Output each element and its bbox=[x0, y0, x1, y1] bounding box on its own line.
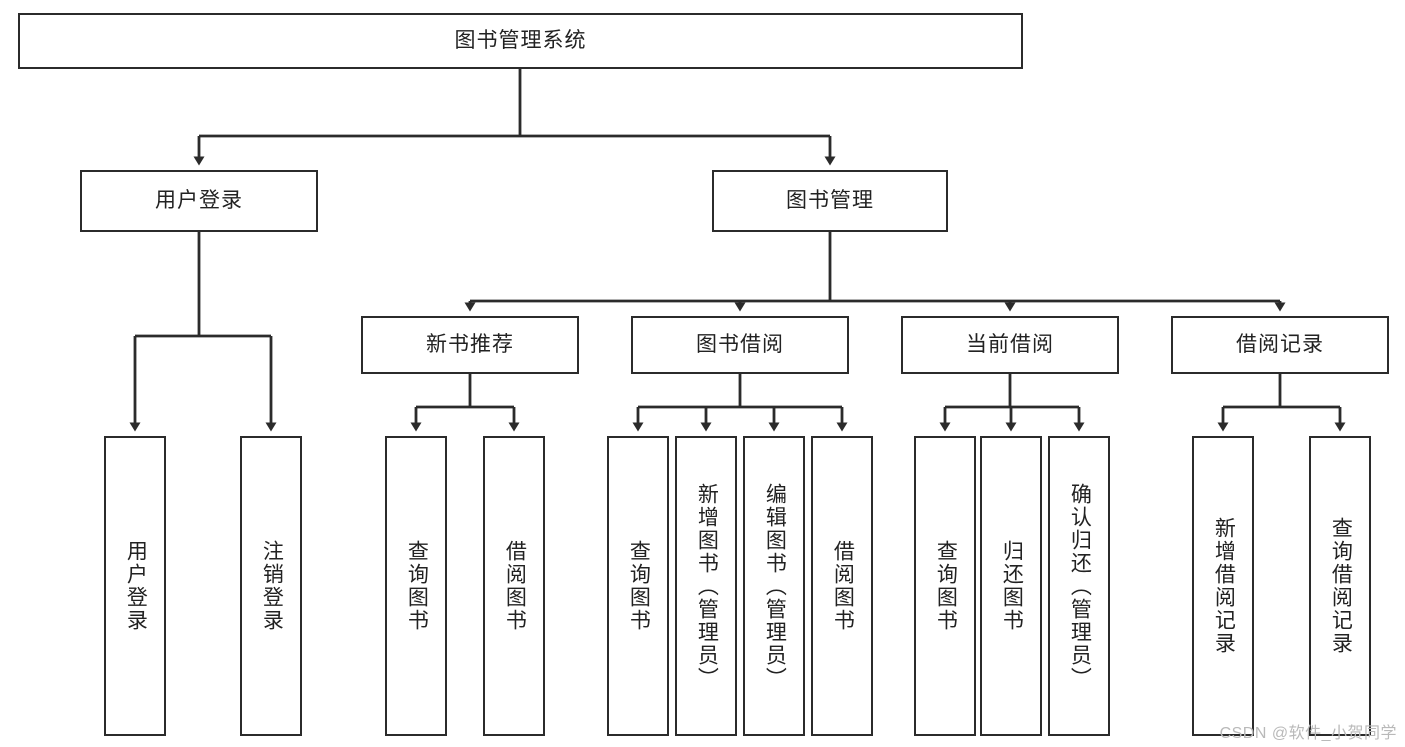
node-book-borrow-label: 图书借阅 bbox=[696, 332, 784, 356]
node-borrow-record-label: 借阅记录 bbox=[1236, 332, 1324, 356]
leaf-edit-book[interactable]: 编辑图书（管理员） bbox=[743, 436, 805, 736]
node-root-label: 图书管理系统 bbox=[454, 28, 587, 52]
leaf-query-record-label: 查询借阅记录 bbox=[1329, 517, 1353, 655]
node-current-borrow-label: 当前借阅 bbox=[966, 332, 1054, 356]
node-user-login-label: 用户登录 bbox=[155, 188, 243, 212]
node-user-login[interactable]: 用户登录 bbox=[80, 170, 318, 232]
leaf-add-book-label: 新增图书（管理员） bbox=[695, 482, 719, 690]
leaf-add-record-label: 新增借阅记录 bbox=[1212, 517, 1236, 655]
leaf-query-book-2-label: 查询图书 bbox=[627, 540, 651, 632]
leaf-query-record[interactable]: 查询借阅记录 bbox=[1309, 436, 1371, 736]
leaf-logout[interactable]: 注销登录 bbox=[240, 436, 302, 736]
leaf-query-book-3-label: 查询图书 bbox=[934, 540, 958, 632]
leaf-borrow-book-1[interactable]: 借阅图书 bbox=[483, 436, 545, 736]
node-current-borrow[interactable]: 当前借阅 bbox=[901, 316, 1119, 374]
leaf-query-book-3[interactable]: 查询图书 bbox=[914, 436, 976, 736]
leaf-query-book-1-label: 查询图书 bbox=[405, 540, 429, 632]
leaf-borrow-book-2-label: 借阅图书 bbox=[831, 540, 855, 632]
leaf-return-book-label: 归还图书 bbox=[1000, 540, 1024, 632]
leaf-return-book[interactable]: 归还图书 bbox=[980, 436, 1042, 736]
leaf-add-record[interactable]: 新增借阅记录 bbox=[1192, 436, 1254, 736]
leaf-confirm-return-label: 确认归还（管理员） bbox=[1068, 482, 1092, 690]
node-new-book-rec-label: 新书推荐 bbox=[426, 332, 514, 356]
leaf-borrow-book-1-label: 借阅图书 bbox=[503, 540, 527, 632]
leaf-user-login[interactable]: 用户登录 bbox=[104, 436, 166, 736]
leaf-user-login-label: 用户登录 bbox=[124, 540, 148, 632]
node-root[interactable]: 图书管理系统 bbox=[18, 13, 1023, 69]
leaf-query-book-1[interactable]: 查询图书 bbox=[385, 436, 447, 736]
leaf-confirm-return[interactable]: 确认归还（管理员） bbox=[1048, 436, 1110, 736]
leaf-logout-label: 注销登录 bbox=[260, 540, 284, 632]
csdn-watermark: CSDN @软件_小贺同学 bbox=[1219, 725, 1397, 742]
node-new-book-rec[interactable]: 新书推荐 bbox=[361, 316, 579, 374]
node-book-manage[interactable]: 图书管理 bbox=[712, 170, 948, 232]
node-book-borrow[interactable]: 图书借阅 bbox=[631, 316, 849, 374]
leaf-borrow-book-2[interactable]: 借阅图书 bbox=[811, 436, 873, 736]
node-borrow-record[interactable]: 借阅记录 bbox=[1171, 316, 1389, 374]
leaf-query-book-2[interactable]: 查询图书 bbox=[607, 436, 669, 736]
node-book-manage-label: 图书管理 bbox=[786, 188, 874, 212]
leaf-edit-book-label: 编辑图书（管理员） bbox=[763, 482, 787, 690]
leaf-add-book[interactable]: 新增图书（管理员） bbox=[675, 436, 737, 736]
